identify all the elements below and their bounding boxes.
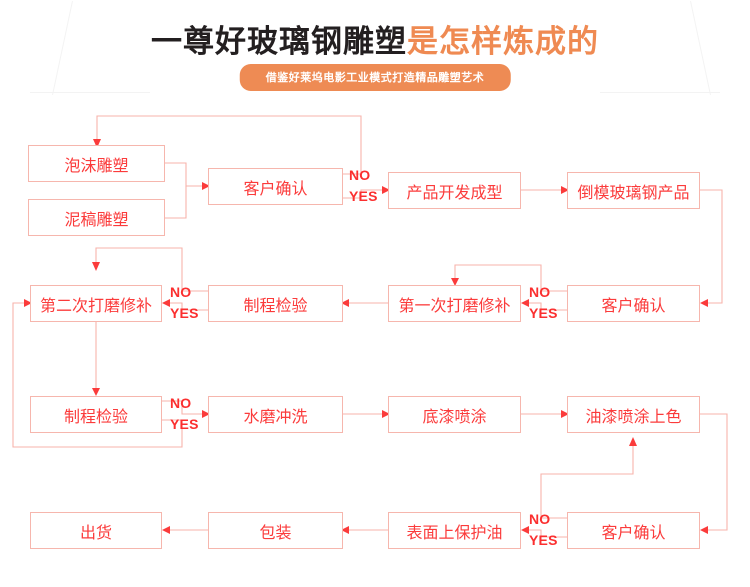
page-title-primary: 一尊好玻璃钢雕塑: [151, 24, 407, 59]
decision-label-no-d5: NO: [529, 511, 551, 527]
flow-node-n1[interactable]: 泡沫雕塑: [28, 145, 165, 182]
flow-node-n13[interactable]: 油漆喷涂上色: [567, 396, 700, 433]
flow-node-n4[interactable]: 产品开发成型: [388, 172, 521, 209]
decision-label-no-d2: NO: [170, 284, 192, 300]
flow-node-n15[interactable]: 包装: [208, 512, 343, 549]
flow-node-n17[interactable]: 客户确认: [567, 512, 700, 549]
decision-label-yes-d4: YES: [170, 416, 199, 432]
watermark-stroke: [30, 92, 150, 93]
flow-node-n7[interactable]: 制程检验: [208, 285, 343, 322]
flow-node-n14[interactable]: 出货: [30, 512, 162, 549]
flow-node-n12[interactable]: 底漆喷涂: [388, 396, 521, 433]
page-subtitle-badge: 借鉴好莱坞电影工业模式打造精品雕塑艺术: [239, 64, 511, 91]
flow-node-n6[interactable]: 第二次打磨修补: [30, 285, 162, 322]
flow-node-n5[interactable]: 倒模玻璃钢产品: [567, 172, 700, 209]
flow-node-n3[interactable]: 客户确认: [208, 168, 343, 205]
page-title: 一尊好玻璃钢雕塑是怎样炼成的: [0, 16, 750, 61]
flow-node-n8[interactable]: 第一次打磨修补: [388, 285, 521, 322]
watermark-stroke: [600, 92, 720, 93]
decision-label-yes-d5: YES: [529, 532, 558, 548]
flow-node-n11[interactable]: 水磨冲洗: [208, 396, 343, 433]
decision-label-yes-d2: YES: [170, 305, 199, 321]
decision-label-yes-d3: YES: [529, 305, 558, 321]
decision-label-no-d1: NO: [349, 167, 371, 183]
flow-node-n10[interactable]: 制程检验: [30, 396, 162, 433]
flow-node-n9[interactable]: 客户确认: [567, 285, 700, 322]
decision-label-no-d4: NO: [170, 395, 192, 411]
decision-label-no-d3: NO: [529, 284, 551, 300]
flow-node-n16[interactable]: 表面上保护油: [388, 512, 521, 549]
page-title-accent: 是怎样炼成的: [407, 24, 599, 59]
flow-node-n2[interactable]: 泥稿雕塑: [28, 199, 165, 236]
decision-label-yes-d1: YES: [349, 188, 378, 204]
